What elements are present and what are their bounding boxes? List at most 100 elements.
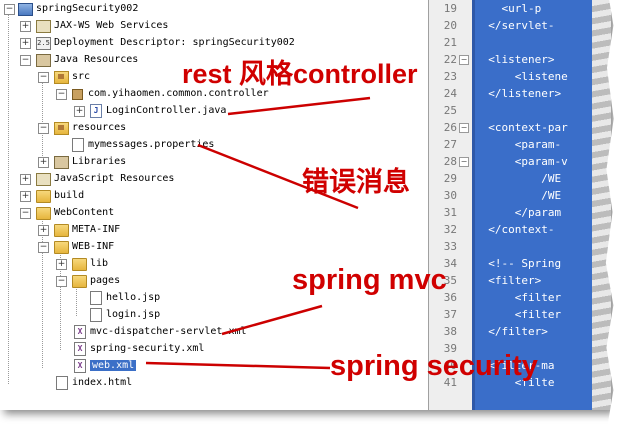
tree-item-project[interactable]: springSecurity002 (36, 0, 138, 17)
line-number: 39 (443, 342, 457, 355)
code-line: <context-par (475, 121, 568, 134)
expand-toggle[interactable]: + (20, 38, 31, 49)
tree-item-index-html[interactable]: index.html (72, 374, 132, 391)
project-icon (18, 3, 33, 16)
code-line: <url-p (475, 2, 542, 15)
javascript-resources-icon (36, 173, 51, 186)
tree-item-jaxws[interactable]: JAX-WS Web Services (54, 17, 168, 34)
code-line: <listener> (475, 53, 555, 66)
source-folder-icon (54, 71, 69, 84)
collapse-toggle[interactable]: − (56, 276, 67, 287)
tree-guide (8, 14, 9, 384)
tree-item-resources[interactable]: resources (72, 119, 126, 136)
collapse-toggle[interactable]: − (4, 4, 15, 15)
tree-item-login-jsp[interactable]: login.jsp (106, 306, 160, 323)
expand-toggle[interactable]: + (38, 225, 49, 236)
tree-item-label: Libraries (72, 156, 127, 167)
line-number: 27 (443, 138, 457, 151)
tree-item-label: index.html (72, 377, 133, 388)
fold-toggle[interactable]: − (459, 157, 469, 167)
tree-item-login-controller[interactable]: LoginController.java (106, 102, 226, 119)
fold-toggle[interactable]: − (459, 55, 469, 65)
tree-item-web-inf[interactable]: WEB-INF (72, 238, 114, 255)
code-editor[interactable]: <url-p </servlet- <listener> <listene </… (472, 0, 611, 410)
expand-toggle[interactable]: + (20, 191, 31, 202)
tree-item-mymessages[interactable]: mymessages.properties (88, 136, 214, 153)
jsp-file-icon (90, 308, 102, 322)
collapse-toggle[interactable]: − (20, 208, 31, 219)
source-folder-icon (54, 122, 69, 135)
annotation-spring-security: spring security (330, 350, 538, 382)
tree-item-libraries[interactable]: Libraries (72, 153, 126, 170)
xml-file-icon: X (74, 359, 86, 373)
collapse-toggle[interactable]: − (20, 55, 31, 66)
collapse-toggle[interactable]: − (56, 89, 67, 100)
tree-item-label: pages (90, 275, 121, 286)
tree-item-label: lib (90, 258, 109, 269)
code-line: <filter (475, 291, 562, 304)
expand-toggle[interactable]: + (74, 106, 85, 117)
tree-item-meta-inf[interactable]: META-INF (72, 221, 120, 238)
tree-item-label: JavaScript Resources (54, 173, 175, 184)
code-line: <filter-ma (475, 359, 555, 372)
code-line: </listener> (475, 87, 562, 100)
tree-item-label: Java Resources (54, 54, 139, 65)
line-number: 29 (443, 172, 457, 185)
tree-item-label: resources (72, 122, 127, 133)
tree-item-mvc-dispatcher[interactable]: mvc-dispatcher-servlet.xml (90, 323, 247, 340)
line-number: 38 (443, 325, 457, 338)
fold-toggle[interactable]: − (459, 123, 469, 133)
code-line: /WE (475, 172, 562, 185)
collapse-toggle[interactable]: − (38, 123, 49, 134)
collapse-toggle[interactable]: − (38, 72, 49, 83)
tree-item-java-resources[interactable]: Java Resources (54, 51, 138, 68)
code-line: <!-- Spring (475, 257, 562, 270)
java-file-icon: J (90, 104, 102, 118)
annotation-spring-mvc: spring mvc (292, 264, 447, 296)
package-icon (72, 89, 83, 100)
line-number: 37 (443, 308, 457, 321)
tree-item-web-xml[interactable]: web.xml (90, 357, 137, 374)
folder-icon (72, 275, 87, 288)
tree-item-label: hello.jsp (106, 292, 161, 303)
deployment-descriptor-icon: 2.5 (36, 37, 51, 50)
tree-item-lib[interactable]: lib (90, 255, 108, 272)
tree-item-javascript-resources[interactable]: JavaScript Resources (54, 170, 174, 187)
folder-icon (72, 258, 87, 271)
code-line: /WE (475, 189, 562, 202)
line-number: 24 (443, 87, 457, 100)
code-line: <listene (475, 70, 568, 83)
folder-icon (54, 241, 69, 254)
project-explorer[interactable]: − springSecurity002 + JAX-WS Web Service… (0, 0, 429, 410)
line-number: 28 (443, 155, 457, 168)
code-line: <filte (475, 376, 555, 389)
tree-item-webcontent[interactable]: WebContent (54, 204, 114, 221)
tree-item-build[interactable]: build (54, 187, 84, 204)
tree-item-pages[interactable]: pages (90, 272, 120, 289)
expand-toggle[interactable]: + (20, 174, 31, 185)
properties-file-icon (72, 138, 84, 152)
collapse-toggle[interactable]: − (38, 242, 49, 253)
tree-item-spring-security[interactable]: spring-security.xml (90, 340, 204, 357)
expand-toggle[interactable]: + (56, 259, 67, 270)
line-number: 31 (443, 206, 457, 219)
torn-edge-ribbon (592, 0, 611, 410)
tree-item-deployment-descriptor[interactable]: Deployment Descriptor: springSecurity002 (54, 34, 295, 51)
jsp-file-icon (90, 291, 102, 305)
tree-item-hello-jsp[interactable]: hello.jsp (106, 289, 160, 306)
folder-icon (54, 224, 69, 237)
tree-guide (76, 286, 77, 316)
code-line: <filter> (475, 274, 542, 287)
html-file-icon (56, 376, 68, 390)
xml-file-icon: X (74, 342, 86, 356)
code-line: <param- (475, 138, 562, 151)
tree-item-package[interactable]: com.yihaomen.common.controller (88, 85, 269, 102)
expand-toggle[interactable]: + (38, 157, 49, 168)
line-number: 41 (443, 376, 457, 389)
line-number: 26 (443, 121, 457, 134)
tree-item-src[interactable]: src (72, 68, 90, 85)
line-number: 20 (443, 19, 457, 32)
line-number: 25 (443, 104, 457, 117)
expand-toggle[interactable]: + (20, 21, 31, 32)
code-line: </param (475, 206, 562, 219)
